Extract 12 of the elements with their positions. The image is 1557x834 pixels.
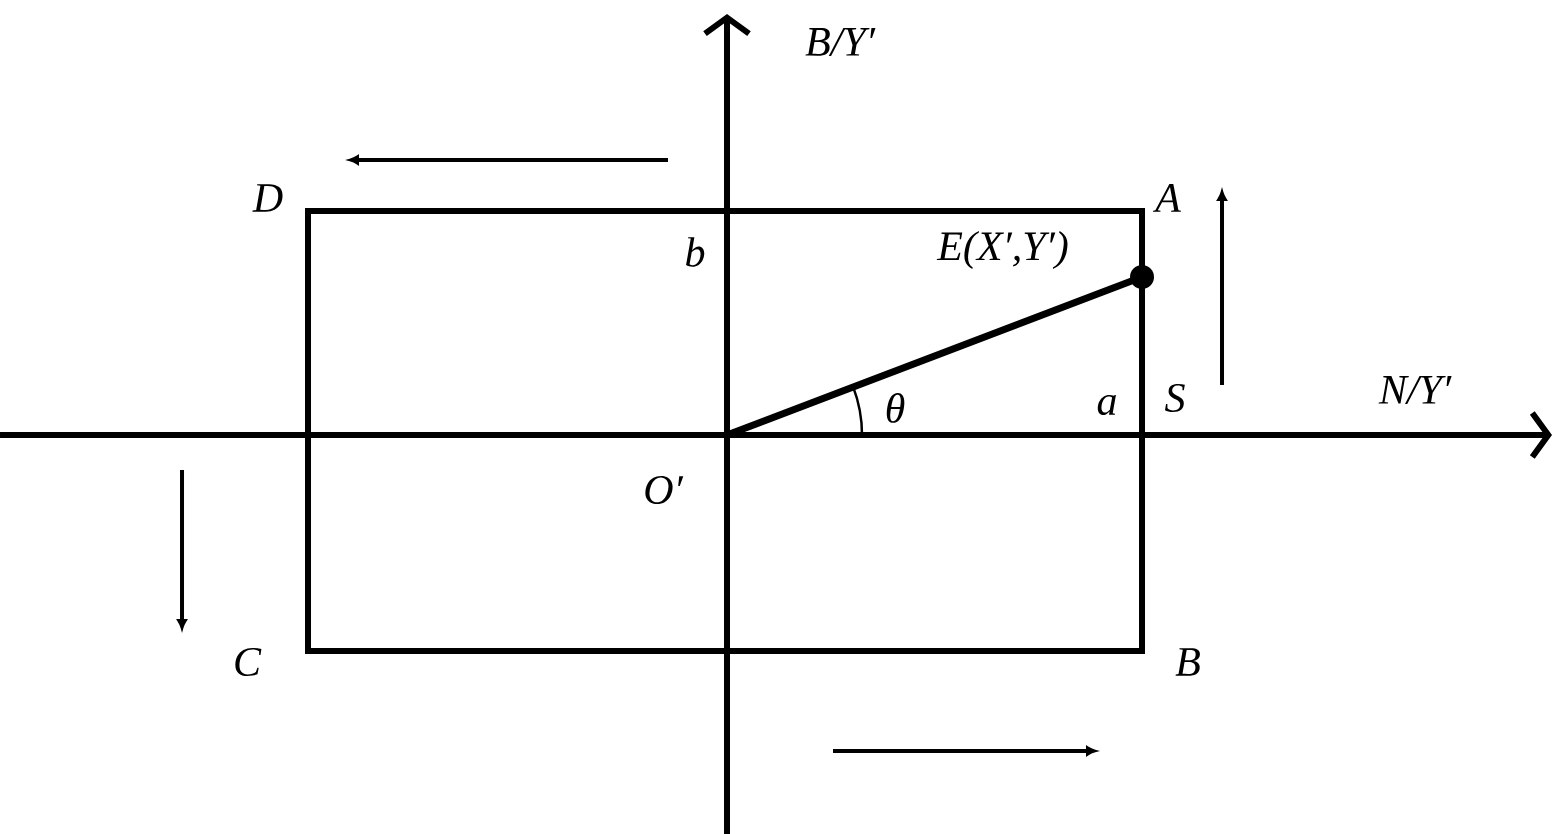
axis-label: O′	[645, 475, 684, 505]
axis-label: θ	[886, 393, 905, 423]
axis-label: B/Y′	[805, 27, 876, 57]
axis-label: b	[686, 237, 705, 267]
axis-label: a	[1097, 394, 1116, 416]
axis-label: N/Y′	[1378, 375, 1452, 405]
axis-label: S	[1165, 383, 1185, 413]
axis-label: D	[252, 184, 283, 212]
axis-label: C	[235, 647, 262, 677]
axis-label: E(X′,Y′)	[936, 230, 1068, 269]
axis-label: B	[1175, 648, 1200, 676]
axis-label: A	[1152, 184, 1181, 212]
